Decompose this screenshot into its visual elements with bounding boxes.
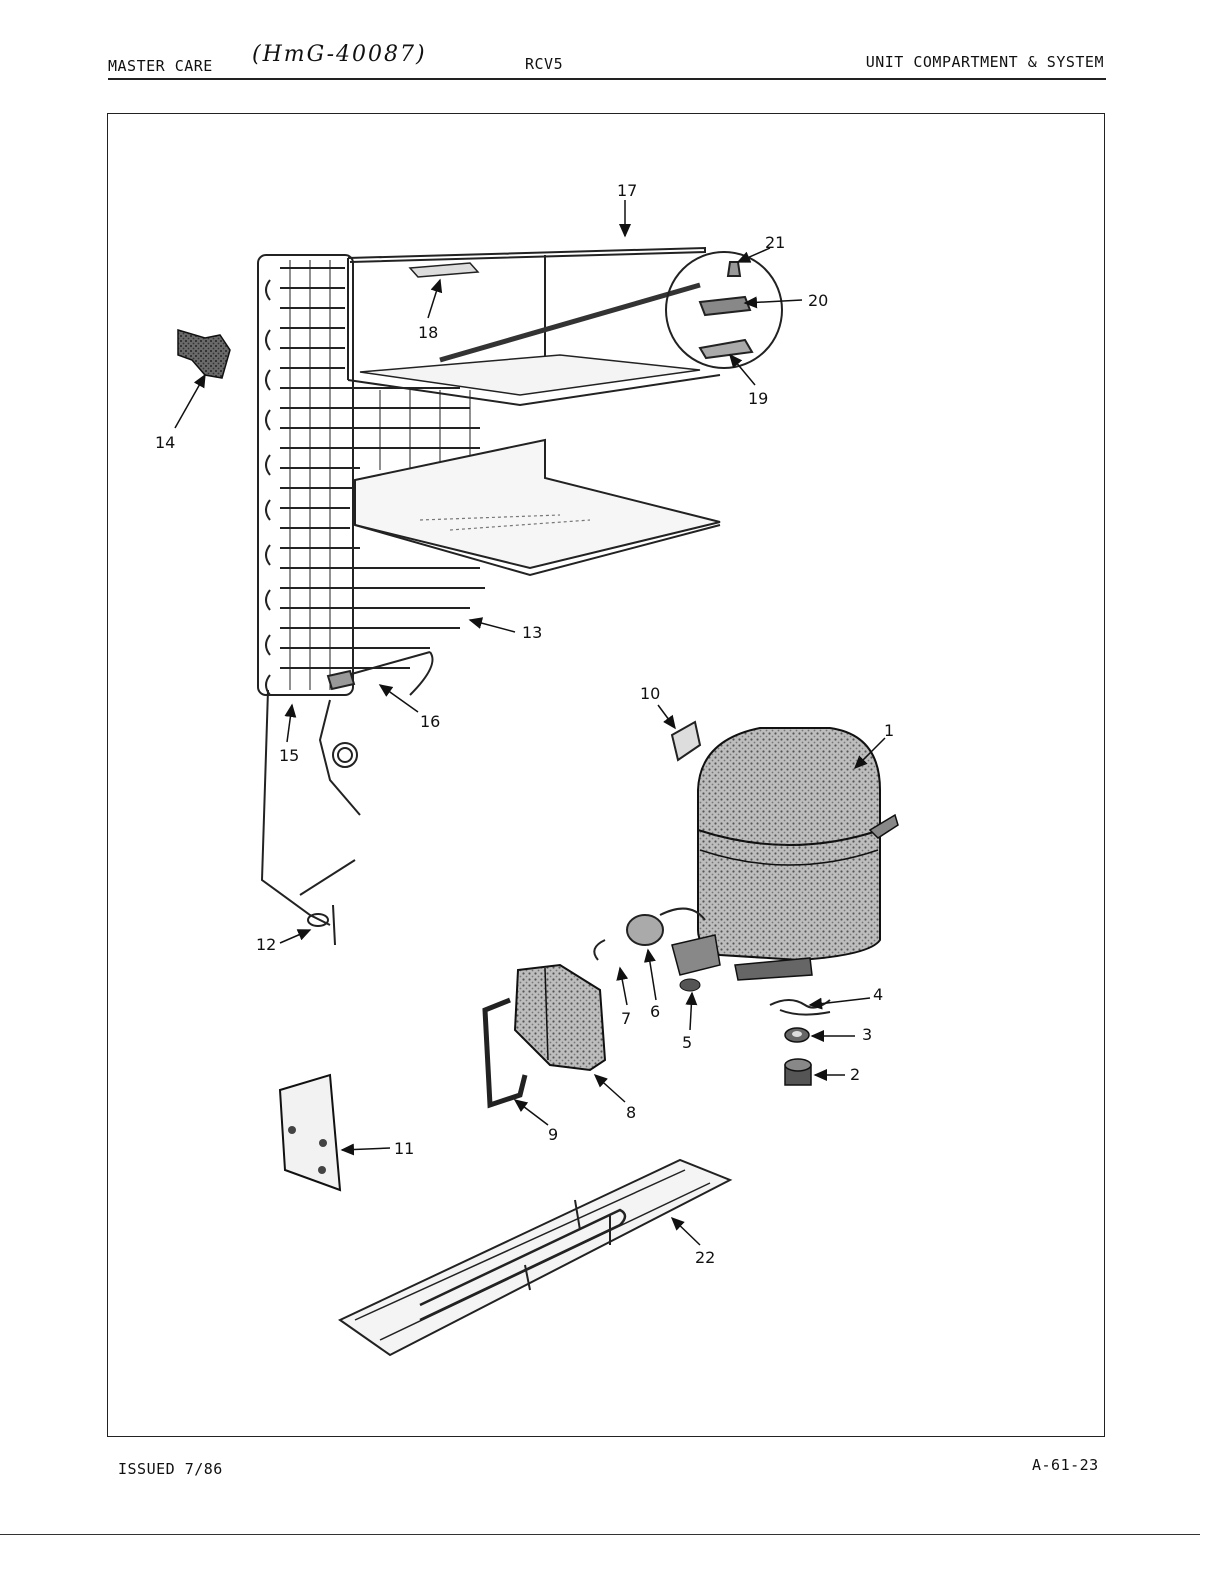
callout-11: 11 [394, 1139, 414, 1158]
part-3-washer [784, 1027, 810, 1043]
footer-rule [0, 1534, 1200, 1535]
header-handwritten-note: (HmG-40087) [252, 42, 427, 67]
part-7-clip [593, 939, 606, 961]
callout-5: 5 [682, 1033, 692, 1052]
callout-1: 1 [884, 721, 894, 740]
callout-19: 19 [748, 389, 768, 408]
diagram-frame [107, 113, 1105, 1437]
part-4-spring-clip [769, 999, 831, 1016]
header-section-title: UNIT COMPARTMENT & SYSTEM [865, 53, 1104, 71]
callout-2: 2 [850, 1065, 860, 1084]
part-14-clip [177, 328, 231, 379]
detail-inset [665, 251, 783, 369]
callout-10: 10 [640, 684, 660, 703]
footer-issued-date: ISSUED 7/86 [118, 1460, 223, 1478]
part-22-base-pan [338, 1158, 733, 1357]
lower-shelf [354, 438, 721, 577]
leader-lines [174, 200, 886, 1246]
callout-8: 8 [626, 1103, 636, 1122]
callout-16: 16 [420, 712, 440, 731]
callout-21: 21 [765, 233, 785, 252]
callout-22: 22 [695, 1248, 715, 1267]
callout-12: 12 [256, 935, 276, 954]
part-6-overload [626, 907, 706, 946]
header-brand: MASTER CARE [108, 57, 213, 75]
part-9-wire-bracket [482, 997, 528, 1109]
callout-14: 14 [155, 433, 175, 452]
part-16-drier [318, 651, 434, 816]
callout-labels: 17 21 20 19 18 14 13 16 15 10 1 12 4 3 2… [155, 181, 894, 1267]
part-1-compressor [697, 727, 899, 981]
callout-18: 18 [418, 323, 438, 342]
footer-page-reference: A-61-23 [1032, 1456, 1099, 1474]
callout-17: 17 [617, 181, 637, 200]
freezer-compartment [347, 246, 721, 407]
header-model: RCV5 [525, 55, 564, 73]
callout-9: 9 [548, 1125, 558, 1144]
part-5-relay [671, 934, 721, 992]
part-2-grommet [784, 1058, 812, 1086]
header-rule [108, 78, 1106, 80]
part-10-bracket [670, 720, 702, 762]
callout-3: 3 [862, 1025, 872, 1044]
part-12-tubing [260, 689, 356, 946]
callout-7: 7 [621, 1009, 631, 1028]
callout-4: 4 [873, 985, 883, 1004]
part-11-plate [278, 1073, 342, 1192]
callout-15: 15 [279, 746, 299, 765]
callout-20: 20 [808, 291, 828, 310]
callout-6: 6 [650, 1002, 660, 1021]
condenser-coil [257, 254, 485, 696]
callout-13: 13 [522, 623, 542, 642]
part-8-control-box [513, 963, 607, 1072]
